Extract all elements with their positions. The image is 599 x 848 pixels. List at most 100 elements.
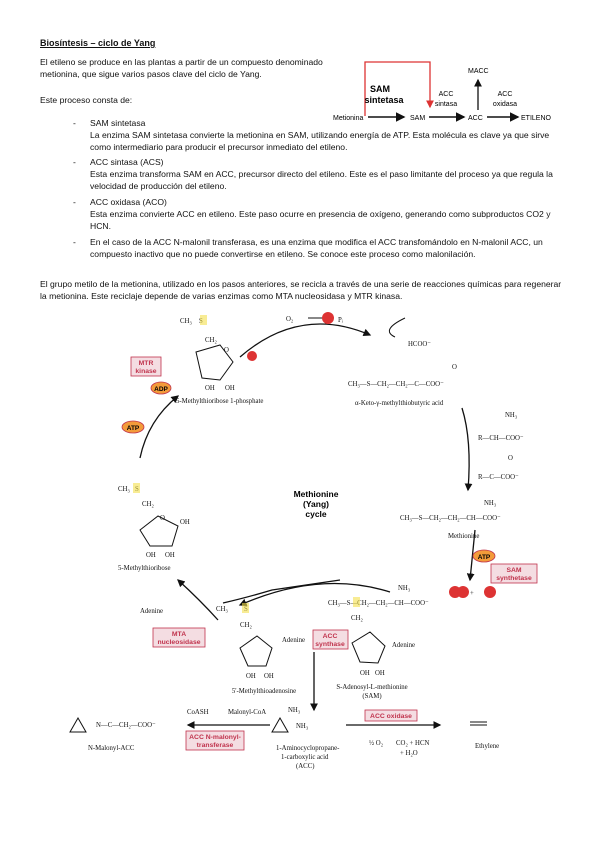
svg-text:5-Methylthioribose 1-phosphate: 5-Methylthioribose 1-phosphate <box>176 398 263 405</box>
svg-text:NH₃: NH₃ <box>288 707 301 714</box>
svg-text:O: O <box>224 347 229 354</box>
sintetasa-label: sintetasa <box>364 95 404 105</box>
svg-text:CH₃: CH₃ <box>180 318 192 325</box>
svg-text:CH₃—S—CH₂—CH₂—CH—COO⁻: CH₃—S—CH₂—CH₂—CH—COO⁻ <box>328 600 429 607</box>
svg-text:½ O₂: ½ O₂ <box>369 740 383 747</box>
step-sam-head: SAM sintetasa <box>90 118 146 128</box>
svg-text:Adenine: Adenine <box>282 637 305 644</box>
acc-n-malonyl-transferase-enzyme: ACC N-malonyl- transferase <box>185 730 245 751</box>
svg-text:nucleosidase: nucleosidase <box>157 639 200 646</box>
svg-text:Methionine: Methionine <box>294 489 339 499</box>
svg-text:S-Adenosyl-L-methionine: S-Adenosyl-L-methionine <box>336 684 407 691</box>
svg-text:CH₂: CH₂ <box>205 337 217 344</box>
svg-text:R—C—COO⁻: R—C—COO⁻ <box>478 474 519 481</box>
svg-text:α-Keto-γ-methylthiobutyric aci: α-Keto-γ-methylthiobutyric acid <box>355 400 444 407</box>
svg-text:CH₃: CH₃ <box>216 606 228 613</box>
macc-node: MACC <box>468 68 489 75</box>
acc-synthase-enzyme: ACC synthase <box>312 629 349 650</box>
mta-nucleosidase-enzyme: MTA nucleosidase <box>152 627 206 648</box>
svg-text:Methionine: Methionine <box>448 533 479 540</box>
svg-text:ACC: ACC <box>323 633 338 640</box>
adp-badge: ADP <box>154 386 168 393</box>
acc-node: ACC <box>468 115 483 122</box>
svg-text:OH: OH <box>360 670 370 677</box>
svg-text:(SAM): (SAM) <box>362 693 381 700</box>
svg-text:kinase: kinase <box>135 368 156 375</box>
svg-text:SAM: SAM <box>506 567 521 574</box>
svg-text:HCOO⁻: HCOO⁻ <box>408 341 431 348</box>
svg-text:OH: OH <box>180 519 190 526</box>
step-aco-body: Esta enzima convierte ACC en etileno. Es… <box>90 209 551 231</box>
svg-text:ACC: ACC <box>439 91 454 98</box>
simple-pathway-diagram: SAM sintetasa Metionina SAM ACC ETILENO … <box>333 61 552 122</box>
mtr-kinase-enzyme: MTR kinase <box>130 356 162 377</box>
step-sam-body: La enzima SAM sintetasa convierte la met… <box>90 130 550 152</box>
svg-text:OH: OH <box>375 670 385 677</box>
doc-title: Biosíntesis – ciclo de Yang <box>40 38 156 48</box>
svg-text:Adenine: Adenine <box>392 642 415 649</box>
svg-text:cycle: cycle <box>305 509 327 519</box>
svg-text:sintasa: sintasa <box>435 101 457 108</box>
svg-text:ACC N-malonyl-: ACC N-malonyl- <box>189 734 241 741</box>
svg-text:CH₂: CH₂ <box>240 622 252 629</box>
svg-text:O: O <box>160 515 165 522</box>
process-intro: Este proceso consta de: <box>40 95 133 105</box>
svg-text:OH: OH <box>205 385 215 392</box>
svg-text:CH₂: CH₂ <box>351 615 363 622</box>
svg-text:synthetase: synthetase <box>496 575 532 582</box>
sam-node: SAM <box>410 115 425 122</box>
svg-text:synthase: synthase <box>315 641 345 648</box>
svg-text:MTA: MTA <box>172 631 186 638</box>
svg-text:5'-Methylthioadenosine: 5'-Methylthioadenosine <box>232 688 296 695</box>
svg-text:NH₃: NH₃ <box>296 723 309 730</box>
svg-text:ACC oxidase: ACC oxidase <box>370 713 412 720</box>
methyl-paragraph: El grupo metilo de la metionina, utiliza… <box>40 279 562 301</box>
svg-text:1-carboxylic acid: 1-carboxylic acid <box>281 754 329 761</box>
bullet-marker: - <box>73 197 76 207</box>
svg-text:transferase: transferase <box>197 742 234 749</box>
svg-text:ACC: ACC <box>498 91 513 98</box>
svg-text:O: O <box>508 455 513 462</box>
svg-text:N—C—CH₂—COO⁻: N—C—CH₂—COO⁻ <box>96 722 156 729</box>
svg-text:Adenine: Adenine <box>140 608 163 615</box>
sam-label: SAM <box>370 84 390 94</box>
svg-text:CO₂ + HCN: CO₂ + HCN <box>396 740 429 747</box>
svg-text:OH: OH <box>264 673 274 680</box>
svg-text:Ethylene: Ethylene <box>475 743 499 750</box>
bullet-marker: - <box>73 157 76 167</box>
svg-text:CH₃—S—CH₂—CH₂—C—COO⁻: CH₃—S—CH₂—CH₂—C—COO⁻ <box>348 381 444 388</box>
bullet-marker: - <box>73 237 76 247</box>
svg-text:CH₃—S—CH₂—CH₂—CH—COO⁻: CH₃—S—CH₂—CH₂—CH—COO⁻ <box>400 515 501 522</box>
svg-text:Pᵢ: Pᵢ <box>338 317 344 324</box>
etileno-node: ETILENO <box>521 115 552 122</box>
svg-text:OH: OH <box>165 552 175 559</box>
svg-text:(ACC): (ACC) <box>296 763 315 770</box>
metionina-node: Metionina <box>333 115 363 122</box>
svg-text:NH₃: NH₃ <box>398 585 411 592</box>
sam-recycle-arrow <box>364 61 434 116</box>
svg-text:OH: OH <box>146 552 156 559</box>
svg-text:OH: OH <box>225 385 235 392</box>
svg-text:+ H₂O: + H₂O <box>400 750 418 757</box>
svg-text:NH₃: NH₃ <box>505 412 518 419</box>
bullet-marker: - <box>73 118 76 128</box>
acc-oxidase-enzyme: ACC oxidase <box>364 709 418 722</box>
svg-text:Malonyl-CoA: Malonyl-CoA <box>228 709 266 716</box>
svg-text:CH₂: CH₂ <box>142 501 154 508</box>
sam-synthetase-enzyme: SAM synthetase <box>490 563 538 584</box>
svg-text:5-Methylthioribose: 5-Methylthioribose <box>118 565 170 572</box>
svg-text:oxidasa: oxidasa <box>493 101 517 108</box>
svg-text:ATP: ATP <box>478 554 491 561</box>
yang-cycle-diagram: Methionine (Yang) cycle CH₃ S CH₂ O OH O… <box>69 312 538 770</box>
svg-text:O: O <box>452 364 457 371</box>
step-acs-body: Esta enzima transforma SAM en ACC, precu… <box>90 169 553 191</box>
step-acs-head: ACC sintasa (ACS) <box>90 157 164 167</box>
step-aco-head: ACC oxidasa (ACO) <box>90 197 167 207</box>
atp-badge: ATP <box>127 425 140 432</box>
svg-text:CH₃: CH₃ <box>118 486 130 493</box>
svg-text:O₂: O₂ <box>286 316 293 323</box>
step-malonyl-body: En el caso de la ACC N-malonil transfera… <box>90 237 543 259</box>
svg-text:MTR: MTR <box>139 360 154 367</box>
svg-text:NH₃: NH₃ <box>484 500 497 507</box>
